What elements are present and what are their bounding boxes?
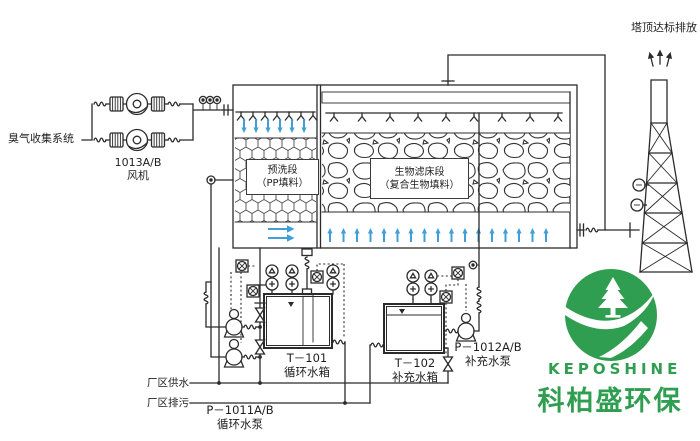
odor-collection-piping bbox=[81, 92, 234, 152]
company-name: 科柏盛环保 bbox=[537, 386, 683, 417]
plant-drain-label: 厂区排污 bbox=[147, 397, 189, 409]
pump-icon bbox=[223, 308, 245, 338]
blower-instrument-icon bbox=[310, 270, 324, 284]
flange-icon bbox=[223, 104, 229, 116]
pump-circ-tag: P－1011A/B bbox=[206, 403, 274, 417]
blower-instrument-icon bbox=[235, 259, 249, 273]
flex-joint-icon bbox=[304, 256, 310, 270]
flex-joint-icon bbox=[585, 227, 599, 233]
silencer-icon bbox=[150, 96, 166, 112]
prewash-title: 预洗段 bbox=[267, 165, 298, 176]
brand-name: KEPOSHINE bbox=[548, 360, 682, 378]
circulation-pumps-p1011 bbox=[203, 175, 266, 385]
exhaust-duct bbox=[441, 54, 640, 238]
pump-makeup-tag: P－1012A/B bbox=[454, 340, 522, 354]
flex-joint-icon bbox=[332, 339, 346, 345]
instrument-icon bbox=[406, 269, 420, 300]
logo-swoosh-icon bbox=[564, 290, 656, 330]
stack-discharge-label: 塔顶达标排放 bbox=[631, 21, 697, 34]
signal-line bbox=[230, 263, 345, 343]
tank2-tag: T－102 bbox=[394, 356, 436, 370]
odor-collection-label: 臭气收集系统 bbox=[8, 132, 74, 145]
silencer-icon bbox=[109, 96, 124, 112]
tank1-tag: T－101 bbox=[286, 351, 328, 365]
tank2-label: T－102 补充水箱 bbox=[387, 356, 443, 384]
utility-lines bbox=[189, 382, 449, 405]
makeup-pump-p1012 bbox=[442, 247, 482, 384]
flex-joint-icon bbox=[243, 354, 257, 360]
flex-joint-icon bbox=[370, 342, 384, 348]
instrument-icon bbox=[326, 264, 340, 295]
blower-instrument-icon bbox=[246, 284, 260, 298]
flex-joint-icon bbox=[93, 101, 107, 107]
silencer-icon bbox=[150, 132, 166, 148]
instrument-icon bbox=[285, 264, 299, 295]
discharge-stack-icon bbox=[630, 49, 693, 273]
fan-label: 1013A/B 风机 bbox=[105, 156, 171, 182]
biofilter-cover bbox=[321, 91, 571, 104]
tank1-label: T－101 循环水箱 bbox=[276, 351, 338, 379]
instrument-icon bbox=[424, 269, 438, 300]
pressure-gauge-icon bbox=[205, 95, 215, 105]
flex-joint-icon bbox=[243, 324, 257, 330]
tank1-name: 循环水箱 bbox=[284, 365, 330, 379]
silencer-icon bbox=[109, 132, 124, 148]
biofilter-title: 生物滤床段 bbox=[394, 166, 445, 178]
biofilter-section-label: 生物滤床段 （复合生物填料） bbox=[370, 158, 469, 199]
fan-icon bbox=[125, 92, 149, 116]
pump-circ-name: 循环水泵 bbox=[217, 417, 263, 431]
blower-instrument-icon bbox=[439, 290, 453, 304]
fan-name: 风机 bbox=[127, 169, 149, 182]
stack-emission-arrows bbox=[647, 49, 673, 67]
instrument-icon bbox=[265, 264, 279, 295]
level-mark-icon bbox=[399, 309, 405, 314]
biofilter-sub: （复合生物填料） bbox=[379, 179, 460, 191]
plant-supply-label: 厂区供水 bbox=[147, 377, 189, 389]
fan-icon bbox=[125, 128, 149, 152]
pump-icon bbox=[455, 312, 477, 342]
pressure-gauge-icon bbox=[198, 95, 208, 105]
flex-joint-icon bbox=[203, 291, 209, 305]
pump-circ-label: P－1011A/B 循环水泵 bbox=[200, 403, 280, 431]
flex-joint-icon bbox=[445, 328, 459, 334]
crossflow-arrows bbox=[268, 225, 295, 242]
makeup-tank-t102 bbox=[369, 303, 445, 404]
logo-swoosh-icon bbox=[599, 321, 648, 358]
logo-icon bbox=[564, 269, 657, 361]
blower-instrument-icon bbox=[451, 266, 465, 280]
level-mark-icon bbox=[288, 302, 294, 307]
fan-tag: 1013A/B bbox=[114, 156, 162, 169]
pump-makeup-label: P－1012A/B 补充水泵 bbox=[450, 340, 526, 368]
pump-icon bbox=[223, 338, 245, 368]
flex-joint-icon bbox=[167, 101, 181, 107]
flex-joint-icon bbox=[476, 300, 482, 314]
flex-joint-icon bbox=[93, 137, 107, 143]
tank2-name: 补充水箱 bbox=[392, 370, 438, 384]
tank-instruments-t102 bbox=[406, 266, 467, 356]
tank-instruments-t101 bbox=[230, 259, 345, 343]
stack-analyzer-icon bbox=[630, 178, 650, 212]
flex-joint-icon bbox=[167, 137, 181, 143]
pine-tree-icon bbox=[598, 277, 628, 318]
prewash-downflow-arrows bbox=[240, 118, 308, 134]
plenum-upflow-arrows bbox=[326, 227, 550, 243]
pump-makeup-name: 补充水泵 bbox=[465, 354, 511, 368]
flex-joint-icon bbox=[476, 286, 482, 300]
pressure-gauge-icon bbox=[212, 95, 222, 105]
prewash-section-label: 预洗段 （PP填料） bbox=[246, 159, 319, 195]
prewash-sub: （PP填料） bbox=[256, 178, 309, 189]
